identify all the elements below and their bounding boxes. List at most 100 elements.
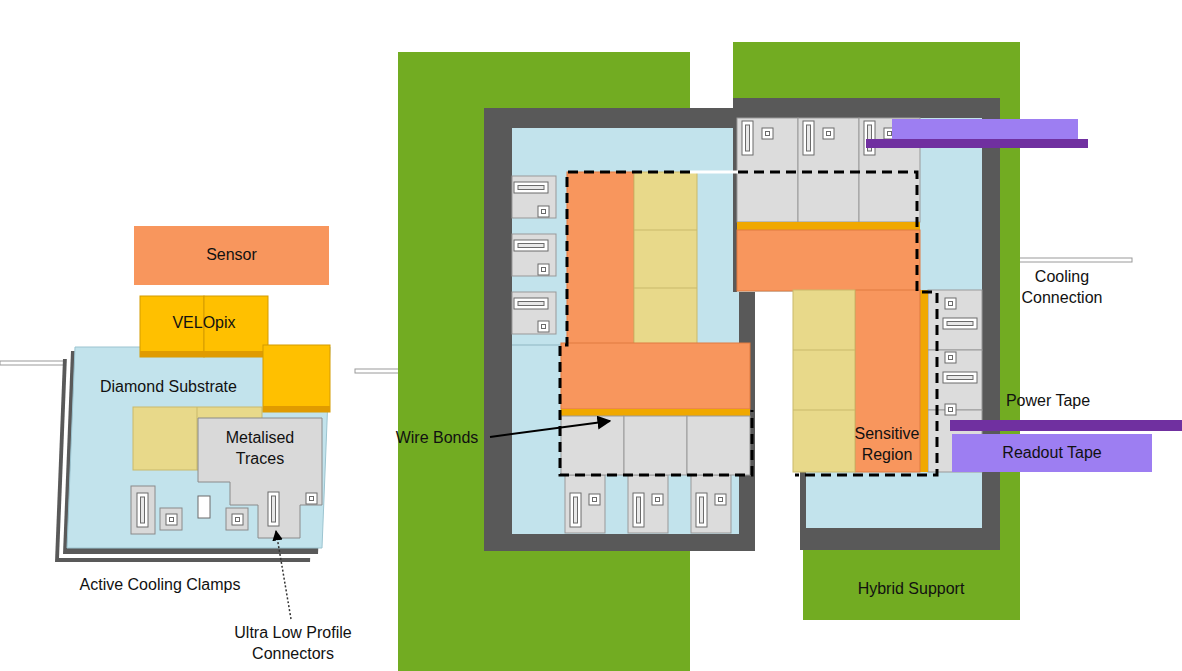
connector-symbol xyxy=(268,492,279,526)
sensitive-region-outline xyxy=(738,172,937,475)
callout-label: Wire Bonds xyxy=(389,428,485,449)
callout-label: Hybrid Support xyxy=(843,579,979,600)
readout-chip xyxy=(624,416,687,475)
sensor-layer: Sensor xyxy=(134,226,329,285)
metal-trace xyxy=(691,475,731,533)
connector-symbol xyxy=(943,372,977,383)
callout-label: Cooling Connection xyxy=(1010,267,1114,309)
connector-symbol xyxy=(945,404,956,415)
connector-symbol xyxy=(538,206,549,217)
sensitive-region-outline xyxy=(690,172,937,475)
connector-symbol xyxy=(742,121,753,155)
power-tape-strip xyxy=(866,139,1088,148)
sensor-tile xyxy=(737,230,920,291)
metalised-traces: Metalised Traces xyxy=(198,418,322,480)
module-frame xyxy=(733,98,1000,550)
metal-trace xyxy=(198,418,322,538)
connector-symbol xyxy=(945,298,956,309)
metal-trace xyxy=(628,475,668,533)
sensor-tile xyxy=(634,172,697,345)
readout-tape-strip xyxy=(892,119,1078,141)
connector-symbol xyxy=(570,493,581,527)
connector-symbol xyxy=(198,496,210,518)
diamond-substrate: Diamond SubstrateMetalised Traces xyxy=(75,347,330,547)
sensor-tile xyxy=(634,230,697,231)
sensor-tile xyxy=(634,288,697,289)
ultra-low-connector-leader xyxy=(276,531,291,619)
metal-trace xyxy=(131,486,155,534)
connector-symbol xyxy=(943,318,977,329)
sensitive-region-outline xyxy=(560,172,752,475)
module-frame xyxy=(733,98,1000,550)
readout-tape: Readout Tape xyxy=(952,434,1152,472)
wire-bond-strip xyxy=(561,409,750,416)
connector-symbol xyxy=(803,121,814,155)
metal-trace xyxy=(512,234,556,276)
readout-chip xyxy=(561,416,624,475)
wire-bond-strip xyxy=(737,222,928,472)
region-label: Sensitive Region xyxy=(851,424,923,466)
wire-bond-leader xyxy=(490,421,610,437)
power-tape-strip xyxy=(866,139,1088,148)
wire-bond-strip xyxy=(920,290,928,472)
metal-trace xyxy=(160,508,182,530)
connector-symbol xyxy=(514,298,548,309)
connector-symbol xyxy=(514,182,548,193)
sensitive-region-outline xyxy=(690,171,738,174)
wire-bond-leader xyxy=(490,421,610,437)
connector-symbol xyxy=(514,240,548,251)
readout-chip xyxy=(737,118,798,222)
connector-symbol xyxy=(538,264,549,275)
velopix-chip xyxy=(140,351,268,357)
metal-trace xyxy=(131,418,322,538)
node-label: Metalised Traces xyxy=(212,428,308,470)
module-frame xyxy=(512,345,561,346)
sensor-tile xyxy=(793,410,855,411)
metal-trace xyxy=(512,292,556,334)
sensor-tile xyxy=(567,172,634,345)
sensitive-region-outline xyxy=(560,172,752,475)
sensor-area xyxy=(197,407,198,470)
connector-symbol xyxy=(696,493,707,527)
readout-chip xyxy=(561,416,750,475)
sensor-tile xyxy=(855,290,920,472)
connector-symbol xyxy=(715,494,726,505)
sensor-tile xyxy=(561,172,750,409)
connector-symbol xyxy=(137,493,148,527)
connector-symbol xyxy=(864,121,875,155)
callout-label: Active Cooling Clamps xyxy=(62,575,258,596)
connector-symbol xyxy=(166,514,177,525)
sensor-tile xyxy=(561,343,750,409)
connector-symbol xyxy=(762,128,773,139)
metal-trace xyxy=(226,508,248,530)
wire-bond-strip xyxy=(737,222,920,230)
connector-symbol xyxy=(823,128,834,139)
connector-symbol xyxy=(652,494,663,505)
connector-symbol xyxy=(538,321,549,332)
module-frame xyxy=(484,108,755,551)
connector-symbol xyxy=(306,493,317,504)
readout-tape-strip xyxy=(892,119,1078,141)
power-tape-strip xyxy=(950,420,1182,431)
connector-symbol xyxy=(633,493,644,527)
velopix-chip xyxy=(263,345,330,412)
node-label: Sensor xyxy=(206,245,257,266)
metal-trace xyxy=(512,176,556,218)
velopix-chip xyxy=(263,406,330,412)
sensor-tile xyxy=(793,350,855,351)
sensor-tile xyxy=(793,290,855,472)
node-label: Readout Tape xyxy=(1002,443,1101,464)
connector-symbol xyxy=(945,352,956,363)
readout-chip xyxy=(798,118,859,222)
node-label: Diamond Substrate xyxy=(100,377,237,398)
callout-label: Power Tape xyxy=(996,391,1100,412)
callout-label: Ultra Low Profile Connectors xyxy=(218,623,368,665)
connector-symbol xyxy=(137,492,317,527)
connector-symbol xyxy=(589,494,600,505)
connector-symbol xyxy=(232,514,243,525)
wire-bond-strip xyxy=(561,409,750,416)
velopix-chip: VELOpix xyxy=(140,296,268,350)
